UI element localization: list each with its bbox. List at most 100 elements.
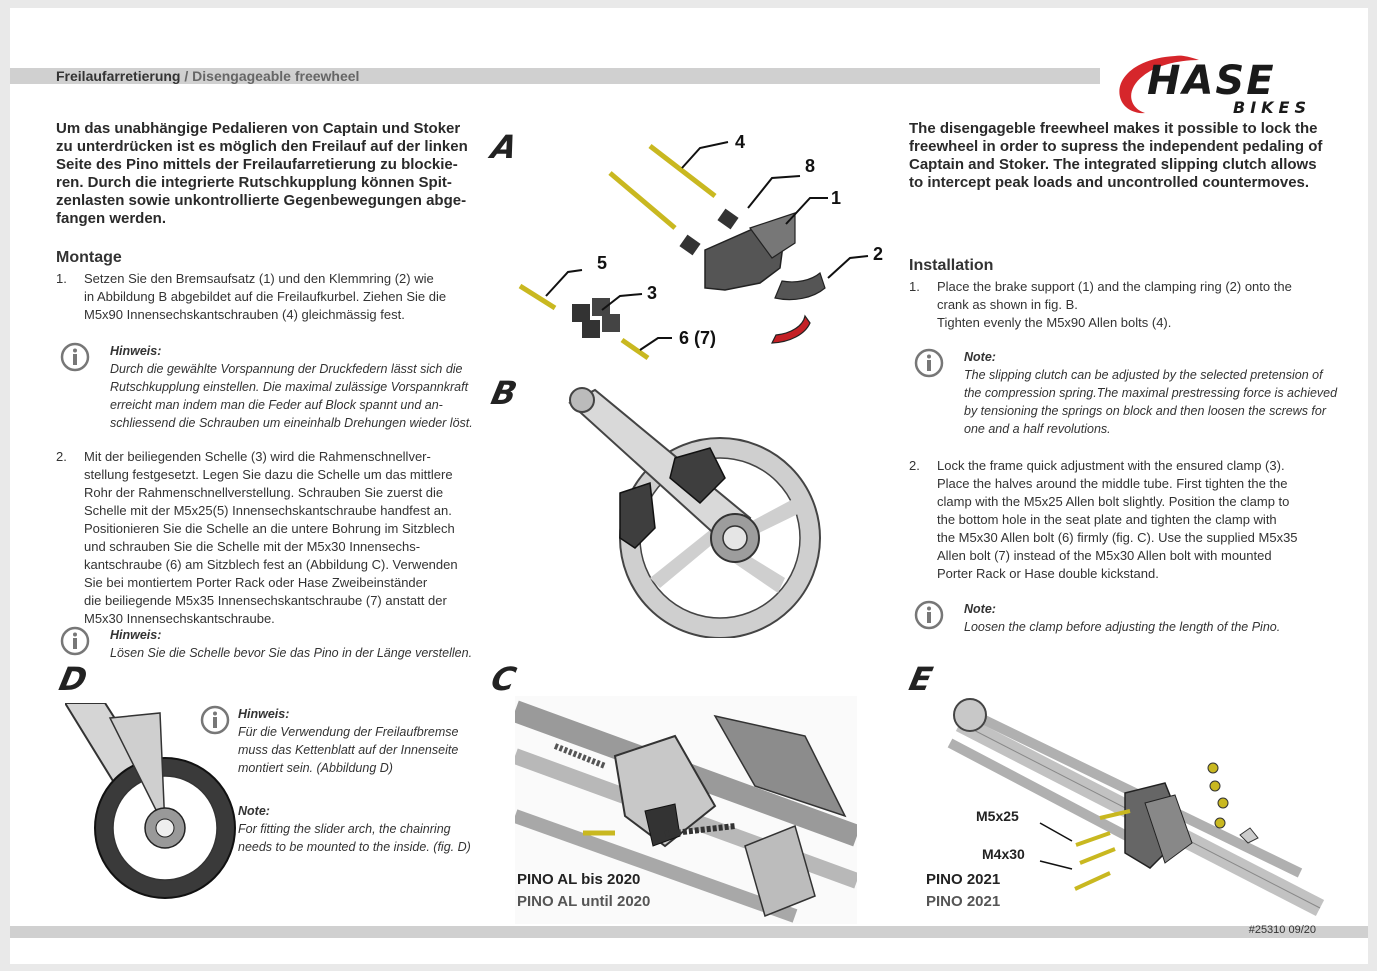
step-line: Allen bolt (7) instead of the M5x30 Alle… xyxy=(937,548,1272,563)
step-line: M5x30 Innensechskantschraube. xyxy=(84,611,275,626)
lead-paragraph-en: The disengageble freewheel makes it poss… xyxy=(909,120,1349,192)
figure-d-chainring-detail xyxy=(65,703,236,899)
header-separator: / xyxy=(180,68,193,84)
step-number: 1. xyxy=(56,271,67,286)
note-line: the compression spring.The maximal prest… xyxy=(964,386,1338,400)
step-line: the M5x30 Allen bolt (6) firmly (fig. C)… xyxy=(937,530,1298,545)
document-number: #25310 09/20 xyxy=(1248,924,1316,936)
step-number: 1. xyxy=(909,279,920,294)
caption-e-en: PINO 2021 xyxy=(926,893,1001,910)
step-line: in Abbildung B abgebildet auf die Freila… xyxy=(84,289,447,304)
note-line: by tensioning the springs on block and t… xyxy=(964,404,1327,418)
step-line: clamp with the M5x25 Allen bolt slightly… xyxy=(937,494,1290,509)
note-line: montiert sein. (Abbildung D) xyxy=(238,761,393,775)
step-1-en: 1. Place the brake support (1) and the c… xyxy=(909,278,1339,334)
step-number: 2. xyxy=(56,449,67,464)
header-title-en: Disengageable freewheel xyxy=(192,68,360,84)
lead-de-line: Um das unabhängige Pedalieren von Captai… xyxy=(56,120,461,137)
step-line: the bottom hole in the seat plate and ti… xyxy=(937,512,1277,527)
nut-icon xyxy=(1207,762,1229,829)
lead-de-line: zenlasten sowie unkontrollierte Gegenbew… xyxy=(56,192,467,209)
note-title: Note: xyxy=(238,804,270,818)
step-line: Place the brake support (1) and the clam… xyxy=(937,279,1292,294)
step-line: und schrauben Sie die Schelle mit der M5… xyxy=(84,539,421,554)
step-line: stellung festgesetzt. Legen Sie dazu die… xyxy=(84,467,453,482)
bolt-icon xyxy=(518,144,717,361)
clamping-ring-part xyxy=(774,271,826,301)
step-line: die beiliegende M5x35 Innensechskantschr… xyxy=(84,593,447,608)
lead-en-line: Captain and Stoker. The integrated slipp… xyxy=(909,156,1317,173)
figure-label-b: B xyxy=(487,374,522,412)
note-line: needs to be mounted to the inside. (fig.… xyxy=(238,840,471,854)
logo-word-bikes: BIKES xyxy=(1233,98,1311,117)
logo-word-hase: HASE xyxy=(1147,58,1276,104)
note-line: For fitting the slider arch, the chainri… xyxy=(238,822,451,836)
note-line: one and a half revolutions. xyxy=(964,422,1111,436)
note-line: schliessend die Schrauben um eineinhalb … xyxy=(110,416,473,430)
callout-6-7: 6 (7) xyxy=(679,328,717,348)
callout-lines xyxy=(1039,822,1073,870)
step-line: Lock the frame quick adjustment with the… xyxy=(937,458,1285,473)
step-line: Positionieren Sie die Schelle an die unt… xyxy=(84,521,455,536)
step-line: Porter Rack or Hase double kickstand. xyxy=(937,566,1159,581)
caption-e-de: PINO 2021 xyxy=(926,871,1001,888)
note-line: muss das Kettenblatt auf der Innenseite xyxy=(238,743,459,757)
step-2-de: 2. Mit der beiliegenden Schelle (3) wird… xyxy=(56,448,476,628)
note-line: erreicht man indem man die Feder auf Blo… xyxy=(110,398,443,412)
step-line: Tighten evenly the M5x90 Allen bolts (4)… xyxy=(937,315,1172,330)
footer-bar xyxy=(10,926,1368,938)
note-title: Hinweis: xyxy=(238,707,290,721)
section-title-montage: Montage xyxy=(56,249,122,266)
bolt-icon xyxy=(1074,809,1131,891)
note-d-de: Hinweis: Für die Verwendung der Freilauf… xyxy=(200,705,490,785)
lead-de-line: ren. Durch die integrierte Rutschkupplun… xyxy=(56,174,452,191)
note-1-de: Hinweis: Durch die gewählte Vorspannung … xyxy=(60,342,480,432)
bolt-label-m4x30: M4x30 xyxy=(982,846,1025,862)
note-line: Rutschkupplung einstellen. Die maximal z… xyxy=(110,380,469,394)
bolt-label-m5x25: M5x25 xyxy=(976,808,1019,824)
section-title-installation: Installation xyxy=(909,257,994,274)
spring-icon xyxy=(553,743,607,769)
step-number: 2. xyxy=(909,458,920,473)
figure-label-d: D xyxy=(55,660,92,698)
callout-4: 4 xyxy=(735,132,746,152)
caption-c-de: PINO AL bis 2020 xyxy=(517,871,641,888)
caption-c-en: PINO AL until 2020 xyxy=(517,893,651,910)
manual-page: Freilaufarretierung / Disengageable free… xyxy=(10,8,1368,964)
note-line: Loosen the clamp before adjusting the le… xyxy=(964,620,1281,634)
info-icon xyxy=(60,626,90,656)
callout-8: 8 xyxy=(805,156,816,176)
note-title: Hinweis: xyxy=(110,344,162,358)
hase-bikes-logo: HASE BIKES xyxy=(1115,50,1325,118)
note-1-en: Note: The slipping clutch can be adjuste… xyxy=(914,348,1344,438)
note-title: Hinweis: xyxy=(110,628,162,642)
step-line: Rohr der Rahmenschnellverstellung. Schra… xyxy=(84,485,444,500)
note-2-de: Hinweis: Lösen Sie die Schelle bevor Sie… xyxy=(60,626,480,662)
step-line: Place the halves around the middle tube.… xyxy=(937,476,1288,491)
step-line: Mit der beiliegenden Schelle (3) wird di… xyxy=(84,449,431,464)
header-bar: Freilaufarretierung / Disengageable free… xyxy=(10,68,1100,84)
spring-icon xyxy=(679,208,739,256)
lead-de-line: Seite des Pino mittels der Freilaufarret… xyxy=(56,156,458,173)
header-title-de: Freilaufarretierung xyxy=(56,68,181,84)
note-line: Durch die gewählte Vorspannung der Druck… xyxy=(110,362,463,376)
note-d-en: Note: For fitting the slider arch, the c… xyxy=(200,802,490,854)
red-ring-part xyxy=(771,314,811,344)
note-line: The slipping clutch can be adjusted by t… xyxy=(964,368,1323,382)
callout-1: 1 xyxy=(831,188,842,208)
note-2-en: Note: Loosen the clamp before adjusting … xyxy=(914,600,1344,636)
lead-de-line: zu unterdrücken ist es möglich den Freil… xyxy=(56,138,468,155)
step-line: crank as shown in fig. B. xyxy=(937,297,1078,312)
lead-paragraph-de: Um das unabhängige Pedalieren von Captai… xyxy=(56,120,476,228)
info-icon xyxy=(914,600,944,630)
figure-c-frame-clamp xyxy=(515,696,857,924)
step-1-de: 1. Setzen Sie den Bremsaufsatz (1) und d… xyxy=(56,270,476,326)
step-line: M5x90 Innensechskantschrauben (4) gleich… xyxy=(84,307,405,322)
note-line: Für die Verwendung der Freilaufbremse xyxy=(238,725,459,739)
figure-label-c: C xyxy=(487,660,521,698)
step-line: Sie bei montiertem Porter Rack oder Hase… xyxy=(84,575,428,590)
logo-swoosh-icon xyxy=(1119,55,1199,114)
step-line: kantschraube (6) am Sitzblech fest an (A… xyxy=(84,557,458,572)
note-line: Lösen Sie die Schelle bevor Sie das Pino… xyxy=(110,646,473,660)
info-icon xyxy=(914,348,944,378)
